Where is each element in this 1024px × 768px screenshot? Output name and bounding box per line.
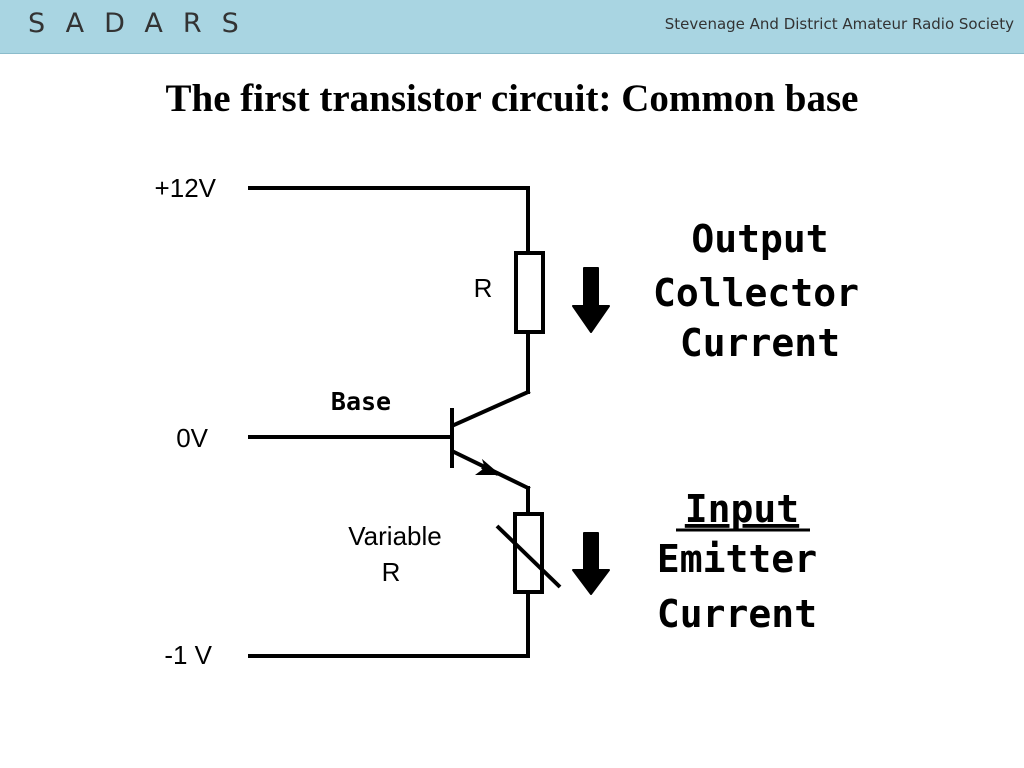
variable-resistor-slash — [495, 524, 562, 589]
emitter-current-label: Current — [657, 592, 817, 636]
base-label: Base — [331, 387, 391, 416]
resistor-r — [514, 251, 545, 334]
society-name: Stevenage And District Amateur Radio Soc… — [664, 15, 1014, 33]
sadars-logo: SADARS — [28, 8, 259, 39]
middle-rail-label: 0V — [176, 423, 208, 453]
emitter-label: Emitter — [657, 537, 817, 581]
input-label: Input — [685, 487, 799, 531]
header-banner: SADARS Stevenage And District Amateur Ra… — [0, 0, 1024, 54]
variable-resistor-label-line1: Variable — [348, 521, 441, 551]
collector-lead — [451, 389, 531, 428]
collector-current-label: Current — [680, 321, 840, 365]
slide-title: The first transistor circuit: Common bas… — [165, 77, 859, 120]
variable-resistor-label-line2: R — [382, 557, 401, 587]
top-rail-label: +12V — [155, 173, 217, 203]
collector-current-arrow — [572, 267, 610, 333]
resistor-label: R — [474, 273, 493, 303]
bottom-rail-label: -1 V — [164, 640, 212, 670]
variable-resistor — [513, 512, 544, 594]
emitter-arrow-shaft — [481, 465, 499, 476]
emitter-current-arrow — [572, 532, 610, 595]
output-label: Output — [691, 217, 828, 261]
collector-label: Collector — [653, 271, 859, 315]
